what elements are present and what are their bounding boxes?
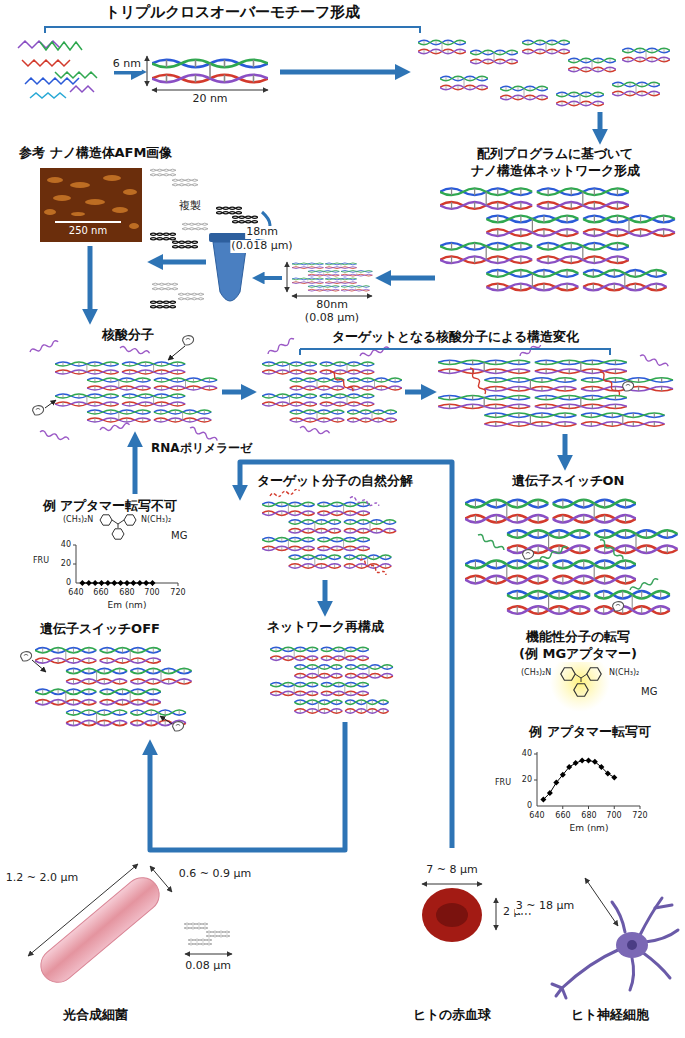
axis-tick: 680 <box>580 811 597 820</box>
scale-bar-label: 250 nm <box>68 225 108 237</box>
axis-tick: 720 <box>631 811 648 820</box>
stage-label: ネットワーク再構成 <box>266 620 385 635</box>
stage-label: 機能性分子の転写 <box>525 630 631 645</box>
dimension: 0.08 μm <box>184 960 232 973</box>
axis-title: FRU <box>32 556 50 565</box>
axis-title: Em (nm) <box>107 600 148 610</box>
chem-name: MG <box>170 530 188 542</box>
axis-tick: 700 <box>143 588 160 597</box>
dimension: 18nm <box>245 226 279 239</box>
axis-tick: 20 <box>521 775 533 784</box>
dimension: 6 nm <box>112 58 142 71</box>
axis-tick: 0 <box>65 578 72 587</box>
chem-group: N(CH₃)₂ <box>608 668 640 677</box>
stage-label: 遺伝子スイッチON <box>511 474 626 489</box>
section-heading: 配列プログラムに基づいて <box>476 147 634 162</box>
example-label: 例 アプタマー転写不可 <box>42 499 179 514</box>
dimension: (0.08 μm) <box>304 312 360 325</box>
axis-tick: 40 <box>521 749 533 758</box>
cell-label: ヒトの赤血球 <box>412 1008 492 1023</box>
stage-label: (例 MGアプタマー) <box>518 647 638 662</box>
cell-label: ヒト神経細胞 <box>570 1008 650 1023</box>
stage-label: RNAポリメラーゼ <box>150 442 253 456</box>
example-label: 例 アプタマー転写可 <box>528 725 652 740</box>
axis-tick: 660 <box>92 588 109 597</box>
dimension: 1.2 ~ 2.0 μm <box>5 872 79 885</box>
dimension: 7 ~ 8 μm <box>425 864 478 877</box>
note: 複製 <box>178 200 202 213</box>
axis-tick: 640 <box>528 811 545 820</box>
chem-group: (CH₃)₂N <box>520 668 552 677</box>
section-heading: ナノ構造体ネットワーク形成 <box>470 164 641 179</box>
stage-label: 核酸分子 <box>101 328 155 343</box>
stage-label: 遺伝子スイッチOFF <box>39 622 161 637</box>
chem-group: N(CH₃)₂ <box>140 515 172 524</box>
chem-group: (CH₃)₂N <box>62 515 94 524</box>
dimension: 0.6 ~ 0.9 μm <box>178 868 252 881</box>
dimension: 80nm <box>315 299 349 312</box>
axis-tick: 640 <box>67 588 84 597</box>
stage-label: ターゲットとなる核酸分子による構造変化 <box>331 330 580 345</box>
cell-label: 光合成細菌 <box>62 1008 129 1023</box>
axis-tick: 40 <box>60 540 72 549</box>
dimension: (0.018 μm) <box>230 240 293 253</box>
axis-tick: 700 <box>605 811 622 820</box>
axis-title: Em (nm) <box>569 823 610 833</box>
section-heading: トリプルクロスオーバーモチーフ形成 <box>104 4 361 21</box>
dimension: 3 ~ 18 μm <box>515 900 575 913</box>
axis-tick: 720 <box>169 588 186 597</box>
axis-tick: 660 <box>554 811 571 820</box>
section-heading: 参考 ナノ構造体AFM画像 <box>18 146 173 161</box>
chem-name: MG <box>640 686 658 698</box>
axis-title: FRU <box>494 778 512 787</box>
dimension: 20 nm <box>191 93 228 106</box>
stage-label: ターゲット分子の自然分解 <box>256 474 414 489</box>
axis-tick: 20 <box>60 559 72 568</box>
axis-tick: 680 <box>118 588 135 597</box>
axis-tick: 0 <box>526 801 533 810</box>
